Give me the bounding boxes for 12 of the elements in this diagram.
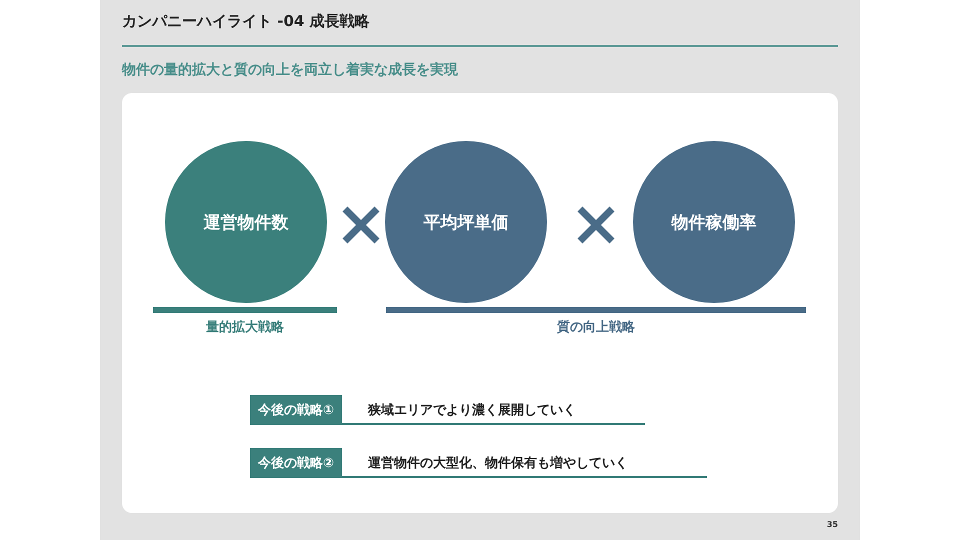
strategy-text: 狭域エリアでより濃く展開していく bbox=[368, 402, 576, 419]
strategy-label: 量的拡大戦略 bbox=[205, 319, 285, 336]
strategy-tag: 今後の戦略① bbox=[250, 395, 342, 425]
strategy-text: 運営物件の大型化、物件保有も増やしていく bbox=[368, 454, 628, 472]
strategy-tag: 今後の戦略② bbox=[250, 448, 342, 478]
subtitle: 物件の量的拡大と質の向上を両立し着実な成長を実現 bbox=[122, 61, 458, 79]
metric-circle: 運営物件数 bbox=[165, 141, 327, 303]
page-number: 35 bbox=[826, 520, 838, 529]
strategy-label: 質の向上戦略 bbox=[556, 318, 636, 336]
metric-circle: 物件稼働率 bbox=[633, 141, 795, 303]
metric-circle: 平均坪単価 bbox=[385, 141, 547, 303]
slide-title: カンパニーハイライト -04 成長戦略 bbox=[122, 12, 370, 31]
